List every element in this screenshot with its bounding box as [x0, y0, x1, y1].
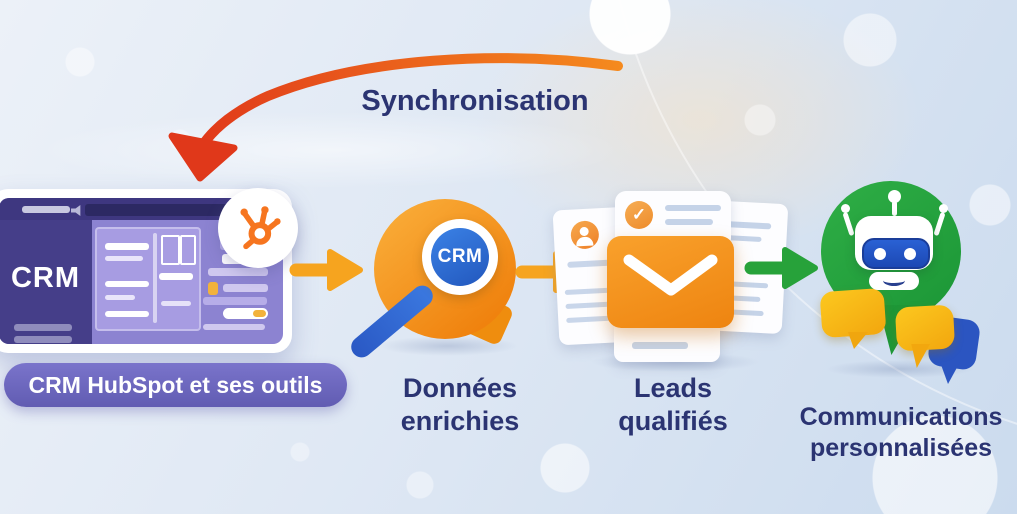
robot-eye-left — [874, 248, 886, 260]
ui-line — [105, 243, 149, 250]
robot-visor — [862, 238, 930, 269]
bubble-shadow — [378, 336, 518, 356]
robot-ear-left-ball — [841, 204, 850, 213]
yellow-speech-bubble-left-icon — [819, 287, 887, 339]
ui-line — [203, 324, 265, 330]
person-head — [579, 226, 589, 237]
topbar-pill — [22, 206, 70, 213]
crm-content-panel — [95, 227, 201, 331]
robot-eye-right — [904, 248, 916, 260]
crm-screen-text: CRM — [10, 262, 81, 294]
label-crm-hubspot: CRM HubSpot et ses outils — [4, 363, 347, 407]
robot-head-icon — [841, 190, 948, 294]
contact-avatar-icon — [570, 220, 600, 250]
ui-line — [105, 295, 135, 300]
crm-sidebar: CRM — [0, 220, 92, 344]
arrowhead — [168, 132, 238, 182]
envelope-flap — [623, 254, 718, 296]
label-leads-qualifies: Leads qualifiés — [618, 373, 728, 436]
label-communications: Communications personnalisées — [799, 403, 1003, 462]
ui-line — [105, 281, 149, 287]
hubspot-badge — [218, 188, 298, 268]
ui-line — [208, 268, 268, 276]
slider-handle — [253, 310, 266, 317]
column-divider — [153, 233, 157, 323]
robot-chin — [869, 272, 919, 290]
synchronisation-curved-arrow — [168, 53, 623, 182]
ui-line — [161, 301, 191, 306]
speaker-icon — [71, 205, 81, 216]
check-icon: ✓ — [625, 201, 653, 229]
connector-arrow-3 — [744, 247, 818, 289]
doc-line — [665, 205, 721, 211]
grid-cell — [180, 235, 196, 265]
robot-ear-right-ball — [939, 204, 948, 213]
ui-line — [223, 284, 268, 292]
robot-antenna — [892, 201, 897, 216]
doc-line — [665, 219, 713, 225]
title-synchronisation: Synchronisation — [361, 85, 589, 117]
envelope-icon — [607, 236, 734, 328]
ui-line — [105, 311, 149, 317]
doc-line — [632, 342, 688, 349]
ui-line — [105, 256, 143, 261]
highlight-square — [208, 282, 218, 295]
robot-antenna-ball — [888, 190, 901, 203]
sidebar-line — [14, 336, 72, 343]
ui-line — [203, 297, 267, 305]
magnifier-icon: CRM — [422, 219, 498, 295]
slider-track — [223, 308, 268, 319]
magnifier-lens: CRM — [431, 228, 489, 286]
connector-arrow-1 — [289, 249, 363, 291]
robot-face — [855, 216, 933, 270]
ui-line — [159, 273, 193, 280]
hubspot-sprocket-icon — [240, 206, 281, 250]
person-body — [575, 236, 594, 247]
sidebar-line — [14, 324, 72, 331]
robot-smile — [883, 275, 905, 286]
grid-cell — [161, 235, 180, 265]
label-donnees-enrichies: Données enrichies — [400, 373, 520, 436]
